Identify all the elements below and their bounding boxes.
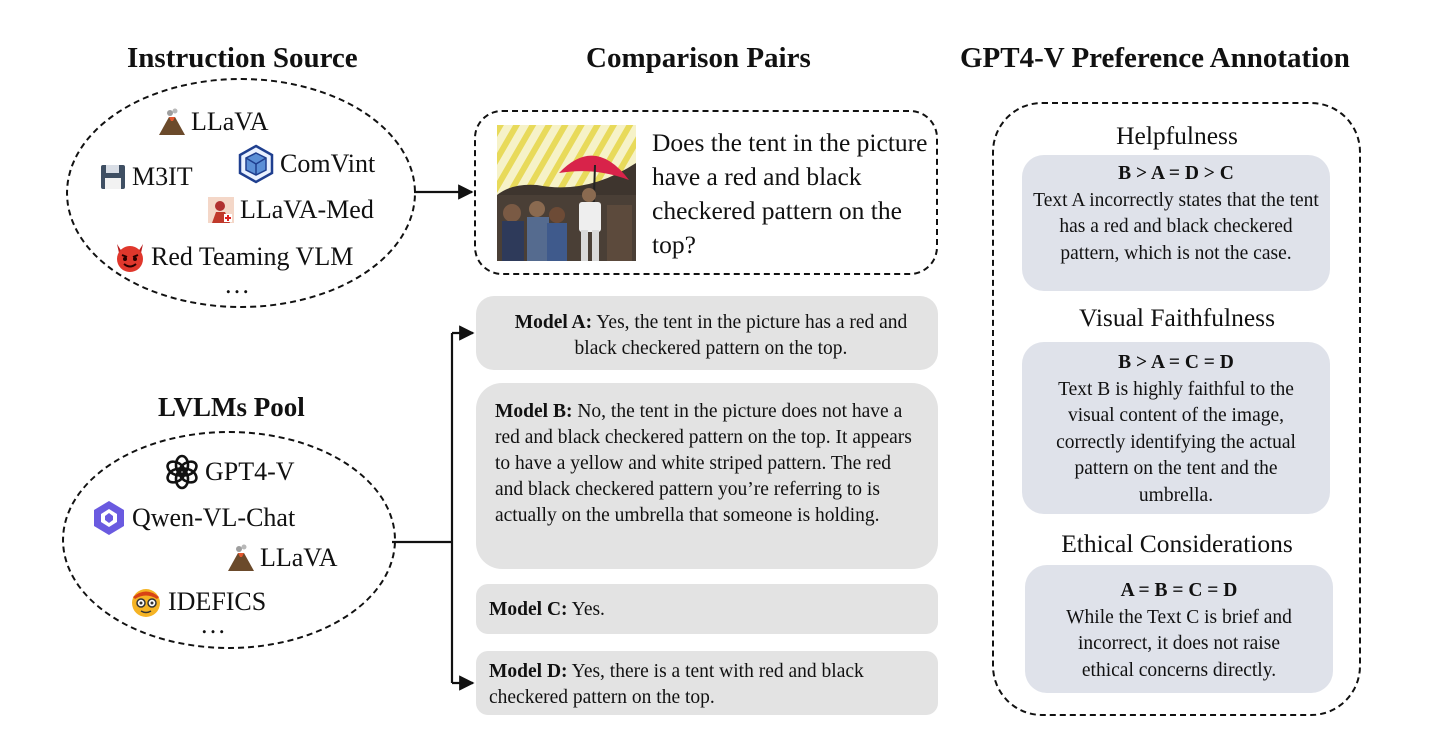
annotation-panel	[992, 102, 1361, 716]
instruction-source-title: Instruction Source	[127, 42, 358, 74]
medic-icon	[206, 195, 236, 225]
source-label: M3IT	[132, 162, 193, 191]
question-box	[474, 110, 938, 275]
devil-icon	[113, 240, 147, 274]
instruction-source-ellipse	[66, 78, 416, 308]
source-m3it: M3IT	[98, 162, 193, 192]
source-label: LLaVA-Med	[240, 195, 374, 224]
aspect-ethical-considerations: Ethical Considerations	[1061, 529, 1293, 558]
model-a-label: Model A:	[514, 312, 593, 333]
model-c-text: Yes.	[567, 599, 605, 620]
lvlms-pool-ellipse	[62, 431, 396, 649]
source-label: LLaVA	[191, 107, 269, 136]
model-b-text: No, the tent in the picture does not hav…	[495, 401, 912, 526]
comparison-pairs-title: Comparison Pairs	[586, 42, 811, 74]
aspect-visual-faithfulness: Visual Faithfulness	[1078, 303, 1276, 332]
source-llava-med: LLaVA-Med	[206, 195, 374, 225]
rationale: Text B is highly faithful to the visual …	[1056, 378, 1296, 506]
model-a-text: Yes, the tent in the picture has a red a…	[574, 312, 908, 359]
rationale: While the Text C is brief and incorrect,…	[1066, 606, 1292, 681]
source-llava: LLaVA	[157, 107, 269, 137]
pool-label: LLaVA	[260, 543, 338, 572]
source-comvint: ComVint	[236, 144, 375, 184]
response-model-c: Model C: Yes.	[476, 584, 938, 634]
pool-label: GPT4-V	[205, 457, 295, 486]
response-model-b: Model B: No, the tent in the picture doe…	[476, 383, 938, 569]
floppy-disk-icon	[98, 162, 128, 192]
ranking: A = B = C = D	[1120, 580, 1238, 601]
pool-qwen-vl-chat: Qwen-VL-Chat	[90, 499, 295, 537]
cube-badge-icon	[236, 144, 276, 184]
ranking: B > A = C = D	[1118, 352, 1234, 373]
lvlms-pool-title: LVLMs Pool	[158, 392, 305, 422]
model-d-label: Model D:	[489, 661, 568, 682]
source-ellipsis: …	[224, 270, 250, 299]
volcano-icon	[157, 107, 187, 137]
openai-icon	[163, 453, 201, 491]
response-model-a: Model A: Yes, the tent in the picture ha…	[476, 296, 938, 370]
tent-umbrella-photo	[497, 125, 636, 261]
ranking: B > A = D > C	[1118, 163, 1234, 184]
idefics-icon	[128, 584, 164, 620]
source-red-teaming-vlm: Red Teaming VLM	[113, 240, 353, 274]
question-text: Does the tent in the picture have a red …	[652, 128, 928, 259]
model-c-label: Model C:	[489, 599, 568, 620]
pool-label: Qwen-VL-Chat	[132, 503, 296, 532]
pool-llava: LLaVA	[226, 543, 338, 573]
pool-label: IDEFICS	[168, 587, 267, 616]
rationale: Text A incorrectly states that the tent …	[1033, 189, 1319, 264]
model-b-label: Model B:	[495, 401, 573, 422]
pool-ellipsis: …	[200, 610, 226, 639]
annotation-card-helpfulness: B > A = D > C Text A incorrectly states …	[1022, 155, 1330, 291]
pool-gpt4v: GPT4-V	[163, 453, 295, 491]
annotation-card-visual-faithfulness: B > A = C = D Text B is highly faithful …	[1022, 342, 1330, 514]
source-label: Red Teaming VLM	[151, 242, 354, 271]
volcano-icon	[226, 543, 256, 573]
qwen-icon	[90, 499, 128, 537]
gpt4v-annotation-title: GPT4-V Preference Annotation	[960, 42, 1350, 74]
response-model-d: Model D: Yes, there is a tent with red a…	[476, 651, 938, 715]
annotation-card-ethical-considerations: A = B = C = D While the Text C is brief …	[1025, 565, 1333, 693]
aspect-helpfulness: Helpfulness	[1116, 121, 1238, 150]
model-d-text: Yes, there is a tent with red and black …	[489, 661, 864, 708]
pool-idefics: IDEFICS	[128, 584, 266, 620]
source-label: ComVint	[280, 149, 376, 178]
